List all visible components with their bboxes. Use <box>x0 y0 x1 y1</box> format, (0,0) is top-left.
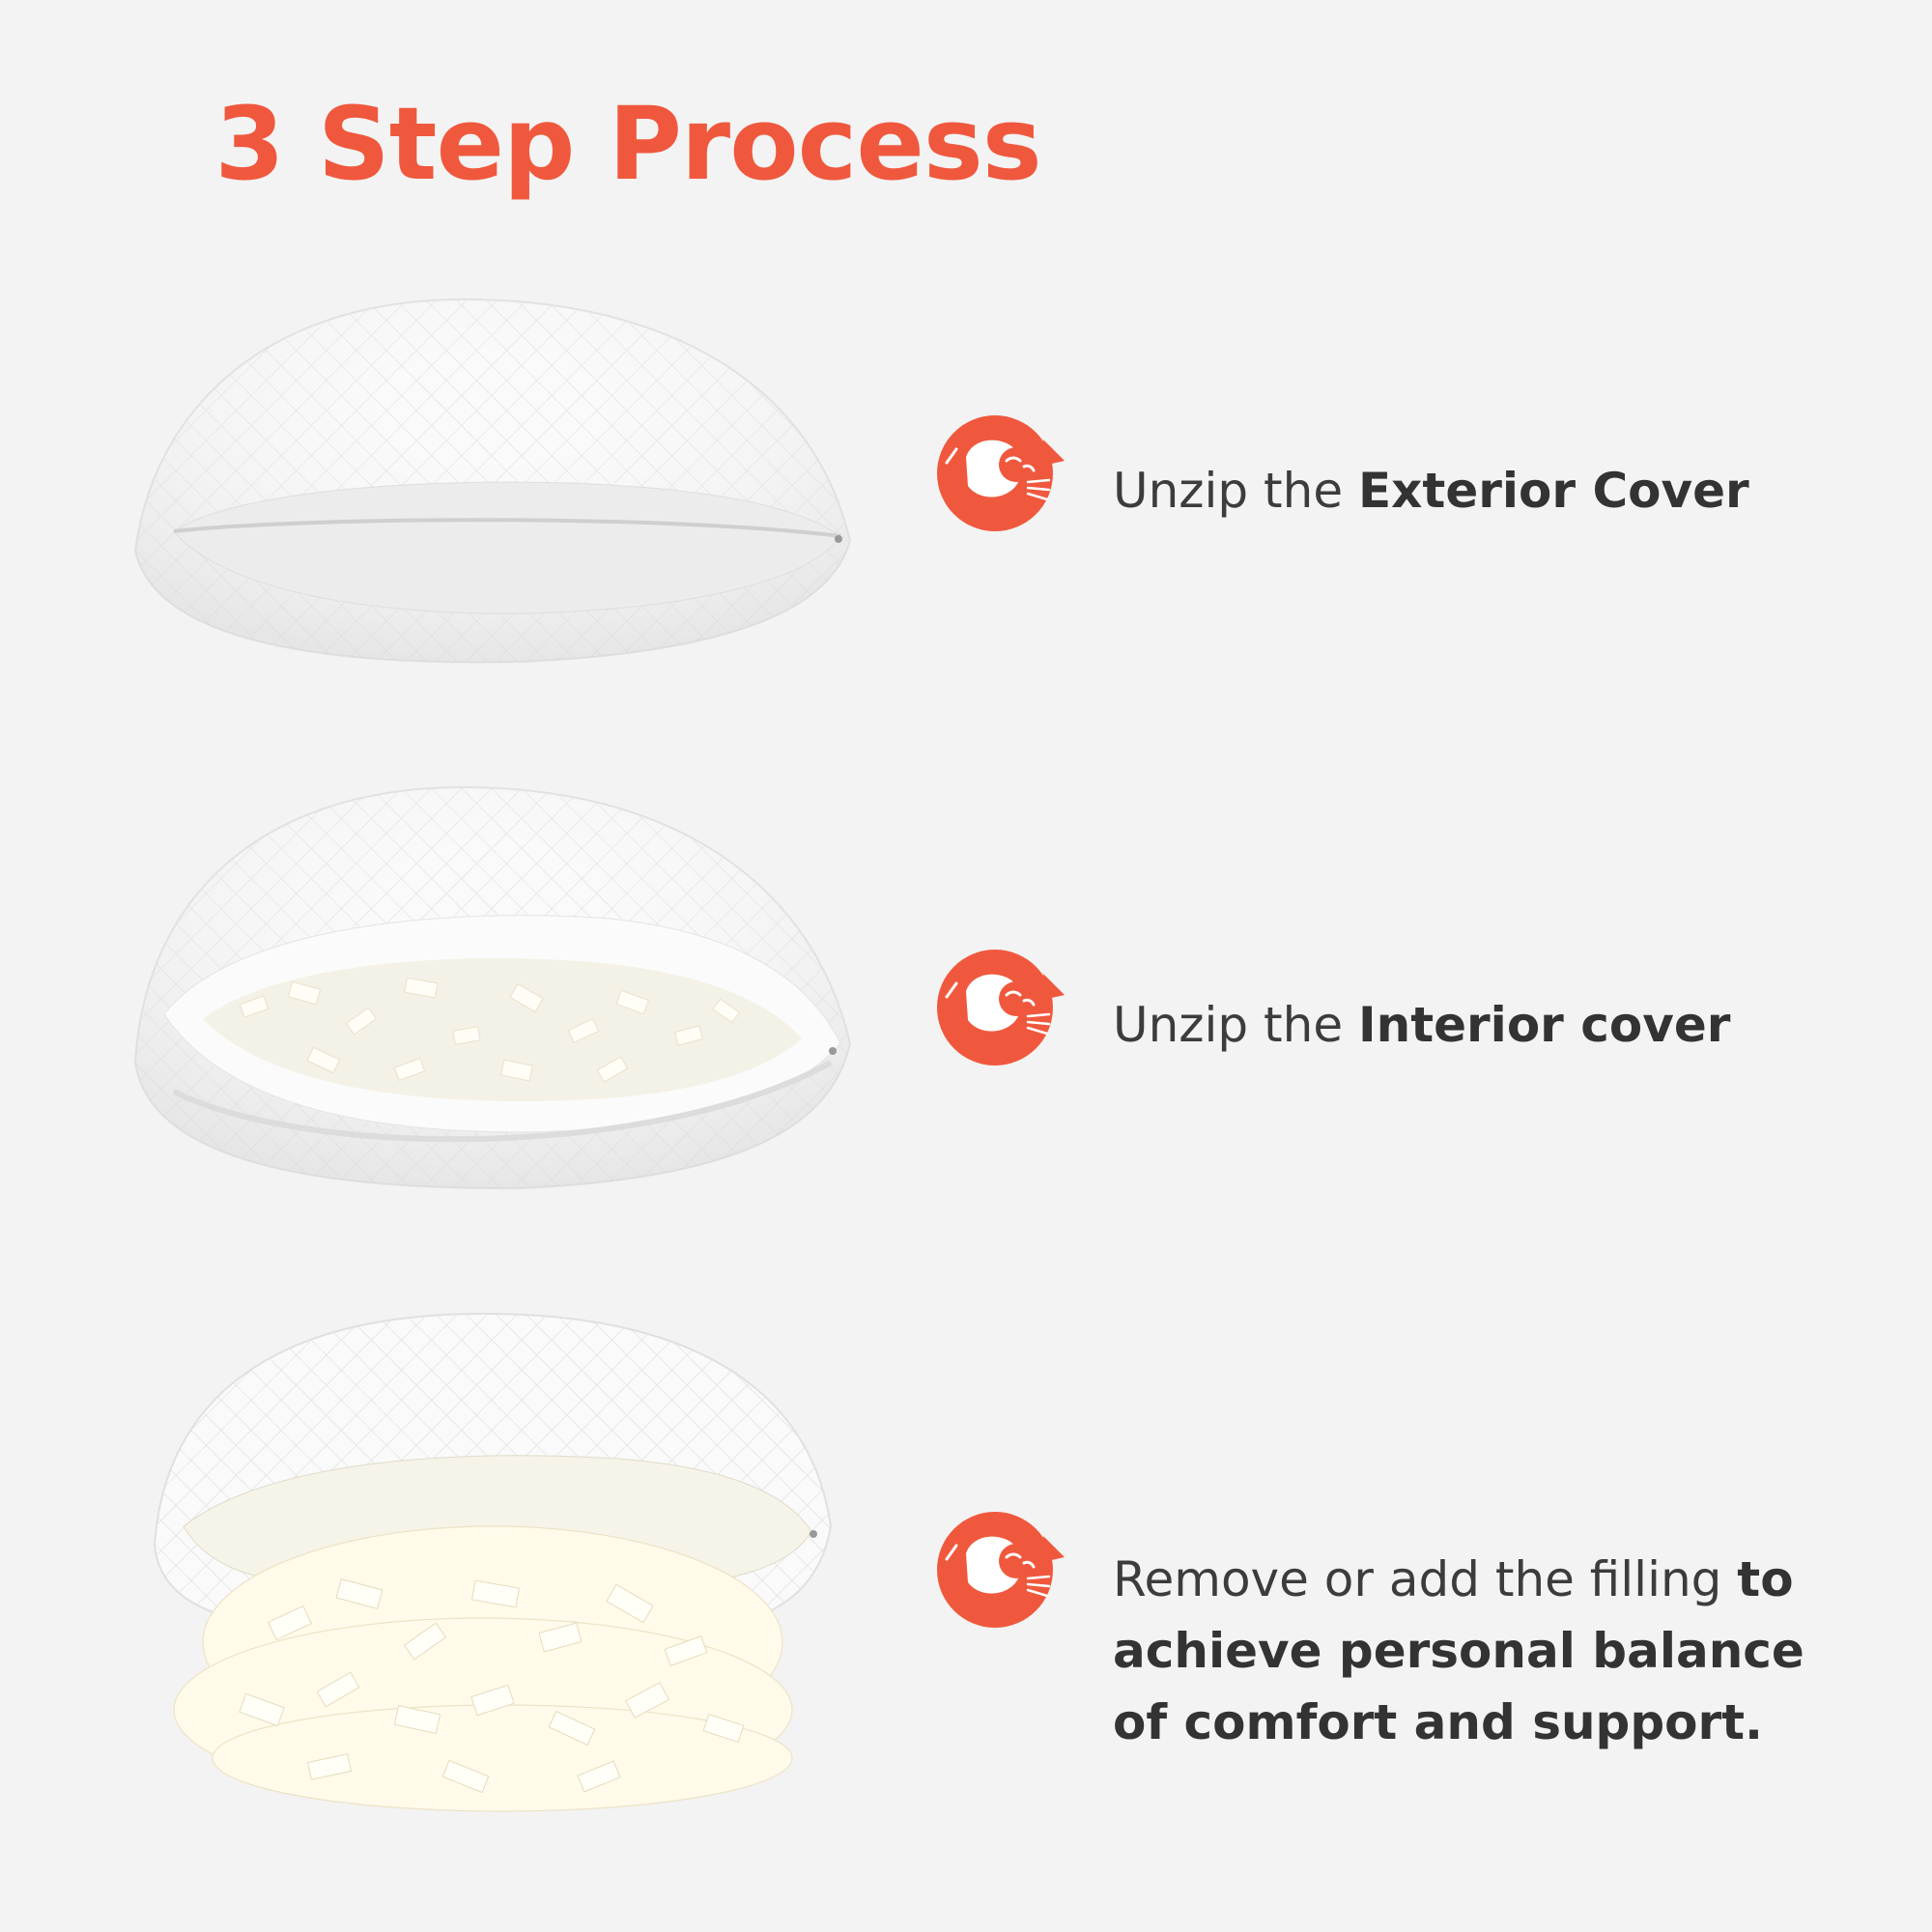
cat-logo-icon <box>927 945 1072 1070</box>
step-2-text: Unzip the Interior cover <box>1113 997 1731 1053</box>
page-title: 3 Step Process <box>214 85 1041 203</box>
step-3-text: Remove or add the filling to achieve per… <box>1113 1551 1804 1750</box>
cat-logo-icon <box>927 411 1072 536</box>
pillow-image-filling <box>116 1294 869 1816</box>
cat-logo-icon <box>927 1507 1072 1633</box>
pillow-image-exterior-cover <box>116 290 869 676</box>
pillow-image-interior-cover <box>116 773 869 1198</box>
step-1-text: Unzip the Exterior Cover <box>1113 463 1749 519</box>
